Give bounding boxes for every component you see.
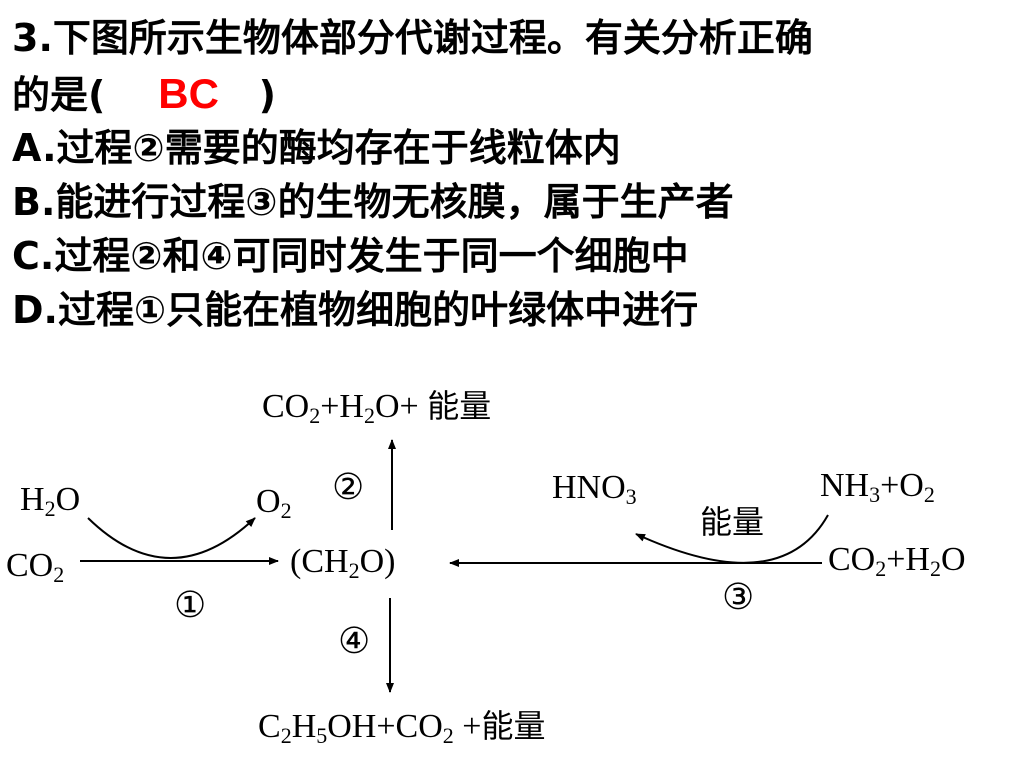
step-1-marker: ① xyxy=(174,585,207,626)
answer-mark: BC xyxy=(158,70,219,117)
option-c: C.过程②和④可同时发生于同一个细胞中 xyxy=(12,234,689,278)
energy-mid-label: 能量 xyxy=(700,503,765,541)
step-3-marker: ③ xyxy=(722,577,755,618)
step-4-marker: ④ xyxy=(338,621,371,662)
arrow-nh3-to-hno3 xyxy=(635,514,829,564)
step-2-marker: ② xyxy=(332,467,365,508)
bottom-product: C2H5OH+CO2 +能量 xyxy=(258,707,546,748)
stem-suffix: ) xyxy=(258,73,277,117)
nh3-o2-label: NH3+O2 xyxy=(820,467,935,507)
question-stem-line2: 的是( BC ) xyxy=(12,68,276,121)
co2-left-label: CO2 xyxy=(6,547,65,587)
h2o-label: H2O xyxy=(20,481,81,521)
arrow-h2o-to-o2 xyxy=(87,517,256,559)
o2-label: O2 xyxy=(256,483,292,523)
hno3-label: HNO3 xyxy=(552,469,637,509)
co2-h2o-right-label: CO2+H2O xyxy=(828,541,966,581)
stem-prefix: 的是( xyxy=(12,73,106,117)
ch2o-label: (CH2O) xyxy=(290,543,396,583)
option-d: D.过程①只能在植物细胞的叶绿体中进行 xyxy=(12,288,699,332)
option-b: B.能进行过程③的生物无核膜，属于生产者 xyxy=(12,180,734,224)
question-stem: 3.下图所示生物体部分代谢过程。有关分析正确 xyxy=(12,16,813,60)
option-a: A.过程②需要的酶均存在于线粒体内 xyxy=(12,126,621,170)
top-product: CO2+H2O+ 能量 xyxy=(262,387,492,428)
